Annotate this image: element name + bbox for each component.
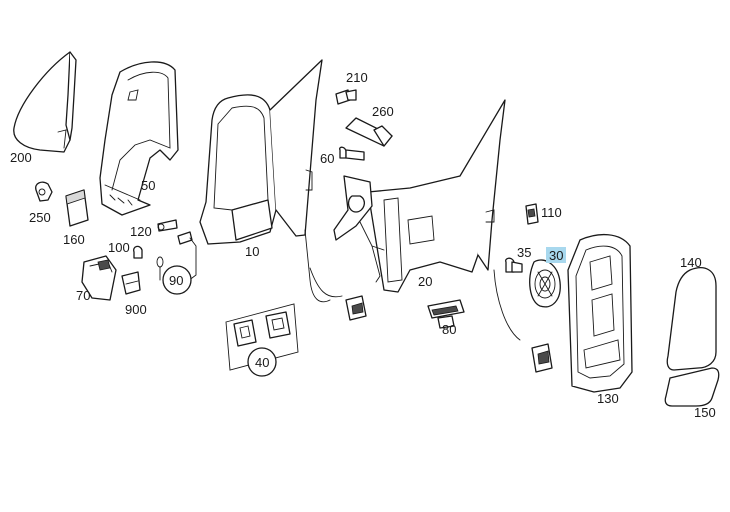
label-50[interactable]: 50 xyxy=(141,178,155,193)
part-20-mirror-arm[interactable] xyxy=(333,99,506,293)
part-210-screw[interactable] xyxy=(335,89,357,105)
label-900[interactable]: 900 xyxy=(125,302,147,317)
label-130[interactable]: 130 xyxy=(597,391,619,406)
part-120-socket[interactable] xyxy=(157,219,178,232)
label-90[interactable]: 90 xyxy=(169,273,183,288)
label-200[interactable]: 200 xyxy=(10,150,32,165)
part-cable-plug-right[interactable] xyxy=(493,269,553,373)
label-160[interactable]: 160 xyxy=(63,232,85,247)
part-150-lower-glass[interactable] xyxy=(664,367,720,407)
part-50-housing-frame[interactable] xyxy=(99,61,179,216)
part-900-connector[interactable] xyxy=(121,271,141,295)
label-40[interactable]: 40 xyxy=(255,355,269,370)
part-35-screw[interactable] xyxy=(505,257,523,273)
part-250-clip[interactable] xyxy=(35,181,53,202)
label-110[interactable]: 110 xyxy=(541,205,562,220)
label-60[interactable]: 60 xyxy=(320,151,334,166)
label-35[interactable]: 35 xyxy=(517,245,531,260)
part-100-bulb[interactable] xyxy=(133,245,143,259)
callout-circle-90 xyxy=(162,265,192,295)
label-250[interactable]: 250 xyxy=(29,210,51,225)
part-70-indicator[interactable] xyxy=(81,255,117,301)
part-90-gasket[interactable] xyxy=(156,256,164,281)
part-10-mirror-housing[interactable] xyxy=(199,59,331,303)
label-260[interactable]: 260 xyxy=(372,104,394,119)
label-210[interactable]: 210 xyxy=(346,70,368,85)
label-120[interactable]: 120 xyxy=(130,224,152,239)
label-30[interactable]: 30 xyxy=(549,248,563,263)
part-60-bolt[interactable] xyxy=(339,146,365,161)
part-160-lamp[interactable] xyxy=(65,189,89,227)
part-30-motor[interactable] xyxy=(529,259,561,308)
part-80-connector[interactable] xyxy=(427,299,465,329)
label-80[interactable]: 80 xyxy=(442,322,456,337)
label-70[interactable]: 70 xyxy=(76,288,90,303)
part-40-kit[interactable] xyxy=(225,303,299,371)
part-110-clip[interactable] xyxy=(525,203,539,225)
part-260-bracket[interactable] xyxy=(345,117,393,147)
part-connector-small[interactable] xyxy=(177,231,197,282)
label-150[interactable]: 150 xyxy=(694,405,716,420)
callout-circle-40 xyxy=(247,347,277,377)
part-140-mirror-glass[interactable] xyxy=(666,267,717,371)
part-cable-plug-left[interactable] xyxy=(309,267,367,321)
part-200-mirror-cap[interactable] xyxy=(13,51,77,153)
label-140[interactable]: 140 xyxy=(680,255,702,270)
label-100[interactable]: 100 xyxy=(108,240,130,255)
label-20[interactable]: 20 xyxy=(418,274,432,289)
highlight-box-30 xyxy=(546,247,566,263)
part-130-mirror-frame[interactable] xyxy=(567,234,633,393)
label-10[interactable]: 10 xyxy=(245,244,259,259)
